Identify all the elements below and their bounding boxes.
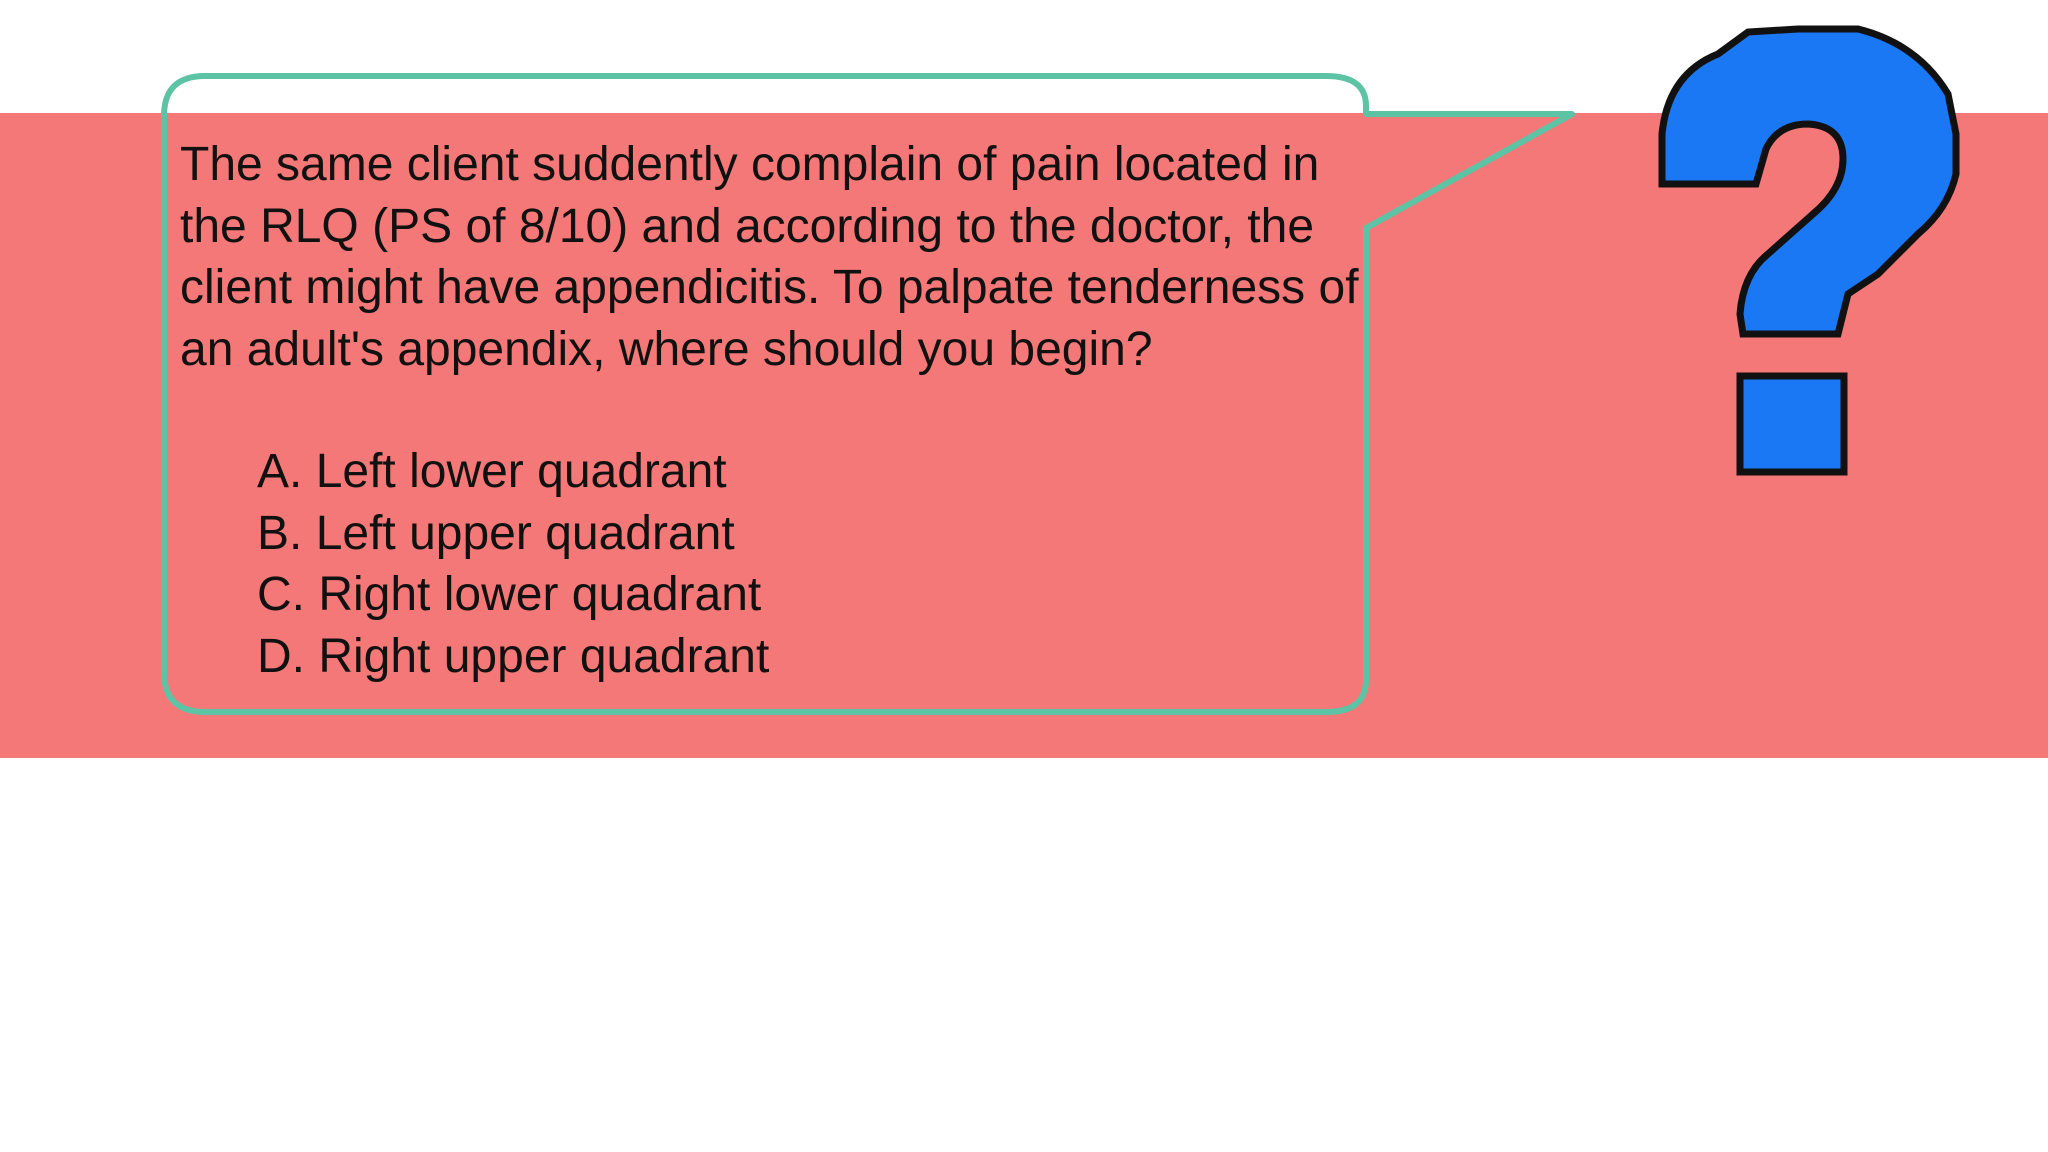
- question-mark-icon: [1658, 25, 1960, 476]
- option-c[interactable]: C. Right lower quadrant: [257, 568, 762, 621]
- answer-options: A. Left lower quadrant B. Left upper qua…: [257, 441, 769, 687]
- option-d[interactable]: D. Right upper quadrant: [257, 629, 770, 683]
- option-b[interactable]: B. Left upper quadrant: [257, 506, 735, 560]
- banner-band: [0, 113, 2048, 758]
- question-text: The same client suddently complain of pa…: [180, 138, 1359, 376]
- option-a[interactable]: A. Left lower quadrant: [257, 445, 727, 498]
